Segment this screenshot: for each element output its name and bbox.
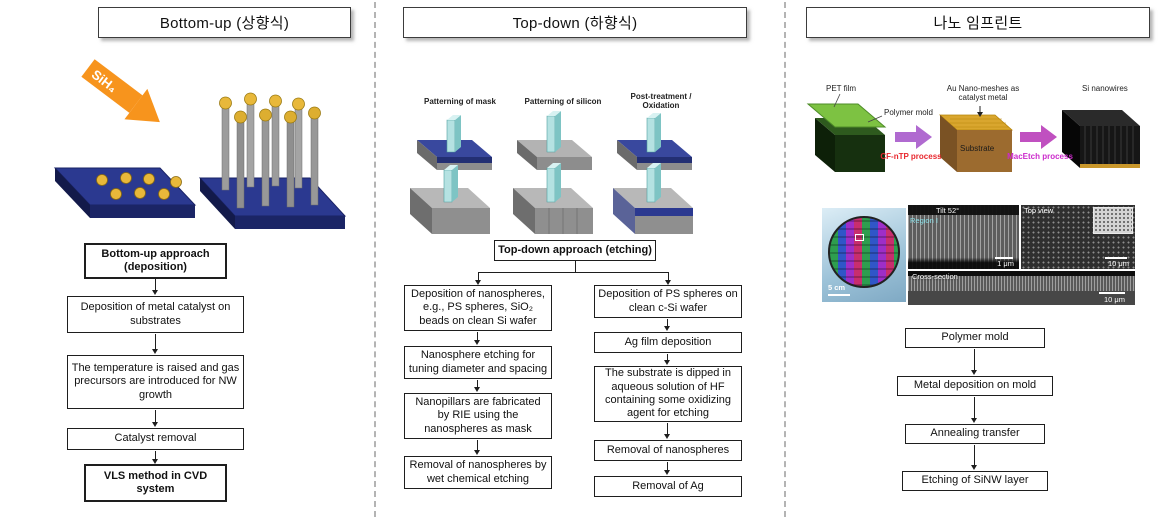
- nanowire-pillars: [219, 92, 321, 209]
- flow-arrow-down: [473, 440, 480, 455]
- wafer-photo: 5 cm: [822, 208, 906, 302]
- patterned-wafer: [828, 216, 900, 288]
- cross-scale-label: 10 μm: [1104, 294, 1125, 304]
- imprint-step-4: Etching of SiNW layer: [902, 471, 1048, 491]
- bottomup-step-4: Catalyst removal: [67, 428, 244, 450]
- imprint-step-3: Annealing transfer: [905, 424, 1045, 444]
- column-divider: [784, 2, 786, 517]
- step-label-posttreatment: Post-treatment / Oxidation: [630, 92, 692, 111]
- topdown-flow-title: Top-down approach (etching): [494, 240, 656, 261]
- flow-arrow-down: [151, 334, 158, 354]
- flow-arrow-down: [663, 354, 670, 365]
- gold-layer: [1080, 164, 1140, 168]
- header-top-down: Top-down (하향식): [403, 7, 747, 38]
- flow-arrow-down: [151, 410, 158, 427]
- flow-arrow-down: [970, 397, 977, 423]
- flow-arrow-down: [663, 319, 670, 331]
- flow-arrow-down: [474, 272, 481, 285]
- sem-cross-section-image: Cross-section 10 μm: [908, 271, 1135, 305]
- flow-arrow-down: [663, 423, 670, 439]
- pet-film-label: PET film: [826, 84, 857, 93]
- imprint-step-2: Metal deposition on mold: [897, 376, 1053, 396]
- sih4-arrow: SiH₄: [81, 59, 160, 123]
- tilt-scale-label: 1 μm: [997, 258, 1014, 268]
- scale-bar: [995, 257, 1013, 259]
- cfntp-process-label: CF-nTP process: [880, 152, 942, 161]
- imprint-step-1: Polymer mold: [905, 328, 1045, 348]
- topdown-right-step-1: Deposition of PS spheres on clean c-Si w…: [594, 285, 742, 318]
- nano-imprint-shapes: [806, 93, 1140, 172]
- process-arrow-macetch: [1020, 125, 1057, 149]
- flow-arrow-down: [663, 462, 670, 475]
- header-nano-imprint: 나노 임프린트: [806, 7, 1150, 38]
- substrate-label: Substrate: [960, 144, 995, 153]
- bottomup-step-3: The temperature is raised and gas precur…: [67, 355, 244, 409]
- topdown-right-step-5: Removal of Ag: [594, 476, 742, 497]
- scale-bar: [1099, 292, 1125, 294]
- iso-block-etched-2: [513, 163, 593, 234]
- polymer-mold-label: Polymer mold: [884, 108, 933, 117]
- topview-label: Top view: [1024, 206, 1054, 215]
- topdown-left-step-2: Nanosphere etching for tuning diameter a…: [404, 346, 552, 379]
- topdown-right-step-2: Ag film deposition: [594, 332, 742, 353]
- sem-topview-image: Top view 10 μm: [1021, 205, 1135, 269]
- topdown-left-step-4: Removal of nanospheres by wet chemical e…: [404, 456, 552, 489]
- step-label-mask: Patterning of mask: [423, 97, 496, 106]
- scale-bar: [1105, 257, 1127, 259]
- flow-arrow-down: [970, 445, 977, 470]
- pet-film-block: [806, 93, 887, 172]
- flow-arrow-down: [473, 332, 480, 345]
- nanowire-array: [198, 92, 347, 229]
- iso-block-mask: [417, 115, 492, 170]
- connector-stem: [575, 261, 576, 272]
- macetch-process-label: MacEtch process: [1007, 152, 1073, 161]
- sem-inset: [1093, 207, 1133, 234]
- step-label-silicon: Patterning of silicon: [524, 97, 602, 106]
- gold-substrate-block: [938, 106, 1014, 172]
- iso-block-etched-3: [613, 163, 693, 234]
- process-arrow-cfntp: [895, 125, 932, 149]
- flow-arrow-down: [664, 272, 671, 285]
- topdown-left-step-3: Nanopillars are fabricated by RIE using …: [404, 393, 552, 439]
- flow-arrow-down: [970, 349, 977, 375]
- nano-imprint-illustration: PET film Polymer mold CF-nTP process Au …: [790, 80, 1160, 200]
- gold-catalyst-dots: [96, 172, 182, 200]
- sem-tilt-image: Tilt 52° Region I 1 μm: [908, 205, 1019, 269]
- flow-arrow-down: [151, 451, 158, 464]
- region-label: Region I: [910, 216, 938, 225]
- column-divider: [374, 2, 376, 517]
- topdown-right-step-3: The substrate is dipped in aqueous solut…: [594, 366, 742, 422]
- flow-arrow-down: [473, 380, 480, 392]
- topview-scale-label: 10 μm: [1108, 258, 1129, 268]
- scale-bar: [828, 294, 850, 296]
- bottomup-step-2: Deposition of metal catalyst on substrat…: [67, 296, 244, 333]
- header-bottom-up: Bottom-up (상향식): [98, 7, 351, 38]
- region-marker: [855, 234, 864, 241]
- iso-block-etched-1: [410, 165, 490, 234]
- cross-section-label: Cross-section: [912, 272, 958, 281]
- si-nanowire-block: [1062, 110, 1140, 168]
- tilt-label: Tilt 52°: [936, 206, 960, 215]
- flow-arrow-down: [151, 279, 158, 295]
- au-mesh-label: Au Nano-meshes as catalyst metal: [946, 84, 1020, 103]
- top-down-illustration: [410, 111, 693, 234]
- substrate-with-catalyst: [53, 167, 197, 218]
- bottomup-step-1: Bottom-up approach (deposition): [84, 243, 227, 279]
- connector-branch-bar: [478, 272, 669, 273]
- si-nanowires-label: Si nanowires: [1082, 84, 1128, 93]
- bottomup-step-5: VLS method in CVD system: [84, 464, 227, 502]
- wafer-scale-label: 5 cm: [828, 282, 846, 292]
- bottom-up-illustration: SiH₄: [53, 59, 347, 229]
- iso-block-silicon: [517, 111, 592, 170]
- iso-block-oxidation: [617, 113, 692, 170]
- topdown-right-step-4: Removal of nanospheres: [594, 440, 742, 461]
- topdown-left-step-1: Deposition of nanospheres, e.g., PS sphe…: [404, 285, 552, 331]
